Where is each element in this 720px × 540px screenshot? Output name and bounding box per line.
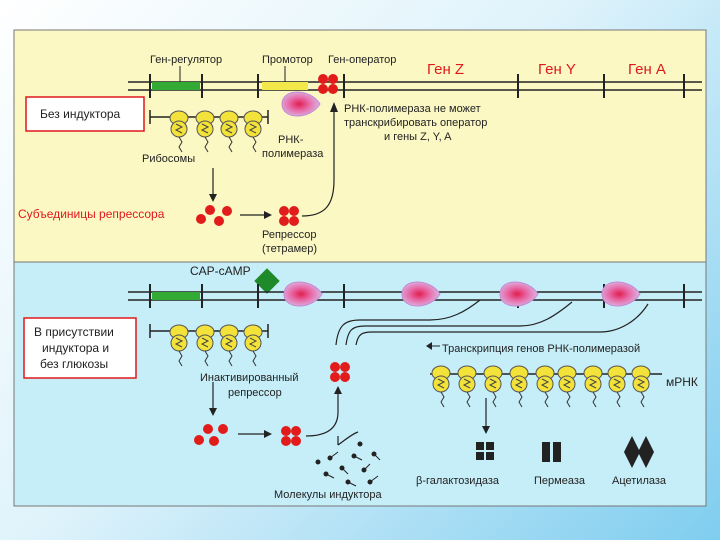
promoter-label: Промотор xyxy=(262,54,313,66)
inactivated-repressor-2: репрессор xyxy=(228,387,282,399)
cap-camp-diamond xyxy=(254,268,280,294)
repressor-subunits-label: Субъединицы репрессора xyxy=(18,207,165,221)
condition-box-top xyxy=(25,96,145,132)
top-ribosome-chain xyxy=(149,110,269,153)
beta-galactosidase-shape xyxy=(476,442,494,460)
rnap-label-2: полимераза xyxy=(262,148,324,160)
rnap-label-1: РНК- xyxy=(278,134,304,146)
mrna-label: мРНК xyxy=(666,375,698,389)
bottom-panel xyxy=(13,261,707,507)
cap-camp-label: CAP-cAMP xyxy=(190,264,251,278)
polymerase-note-1: РНК-полимераза не может xyxy=(344,103,481,115)
transcription-label: Транскрипция генов РНК-полимеразой xyxy=(442,343,640,355)
regulator-gene-bar xyxy=(152,82,200,90)
permease-shape xyxy=(542,442,561,462)
promoter-bar xyxy=(262,82,308,90)
regulator-gene-bar-bottom xyxy=(152,292,200,300)
inducer-molecules-label: Молекулы индуктора xyxy=(274,489,382,501)
acetylase-label: Ацетилаза xyxy=(612,475,667,487)
bottom-ribosome-chain xyxy=(149,324,269,367)
acetylase-shape xyxy=(624,436,654,468)
repressor-subunits-bottom xyxy=(194,424,228,446)
repressor-label-2: (тетрамер) xyxy=(262,243,317,255)
polymerase-note-2: транскрибировать оператор xyxy=(344,117,487,129)
condition-box-bottom xyxy=(23,317,137,379)
condition-bottom-1: В присутствии xyxy=(34,325,114,339)
repressor-subunits xyxy=(196,205,232,226)
gene-a-label: Ген А xyxy=(628,61,666,78)
inducer-molecules xyxy=(315,441,381,487)
operator-gene-label: Ген-оператор xyxy=(328,54,396,66)
mrna-strands xyxy=(335,299,649,346)
regulator-gene-label: Ген-регулятор xyxy=(150,54,222,66)
top-dna xyxy=(128,74,702,98)
condition-top-text: Без индуктора xyxy=(40,107,121,121)
repressor-label-1: Репрессор xyxy=(262,229,317,241)
ribosomes-label: Рибосомы xyxy=(142,153,195,165)
condition-bottom-2: индуктора и xyxy=(42,341,109,355)
top-panel xyxy=(13,29,707,263)
gene-z-label: Ген Z xyxy=(427,61,464,78)
condition-bottom-3: без глюкозы xyxy=(40,357,108,371)
permease-label: Пермеаза xyxy=(534,475,586,487)
mrna-translation xyxy=(430,365,662,408)
beta-galactosidase-label: β-галактозидаза xyxy=(416,475,500,487)
polymerase-note-3: и гены Z, Y, A xyxy=(384,131,452,143)
inactivated-repressor-1: Инактивированный xyxy=(200,372,298,384)
gene-y-label: Ген Y xyxy=(538,61,576,78)
